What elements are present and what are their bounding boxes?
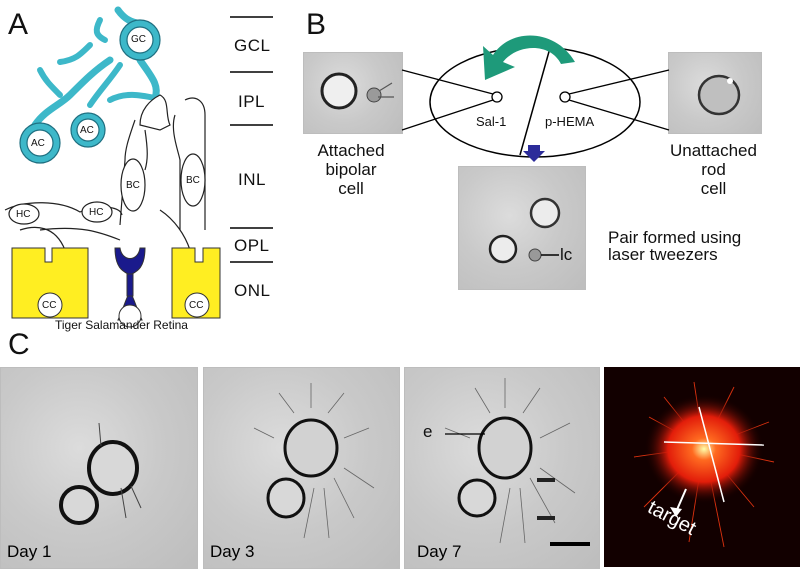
ganglion-amacrine-cells — [19, 6, 161, 164]
cc-label-2: CC — [189, 300, 204, 311]
ac-label-1: AC — [31, 138, 45, 149]
e-label: e — [423, 422, 433, 441]
ac-label-2: AC — [80, 125, 94, 136]
bipolar-caption: Attached bipolar cell — [296, 141, 406, 198]
hc-label-2: HC — [89, 207, 104, 218]
bipolar-caption-line2: bipolar — [325, 160, 377, 179]
panel-b-letter: B — [306, 8, 327, 41]
pair-caption-line2: laser tweezers — [608, 245, 718, 264]
fluorescence-image: target — [604, 367, 800, 567]
cc-label-1: CC — [42, 300, 57, 311]
photoreceptors — [11, 247, 221, 328]
panel-a-letter: A — [8, 8, 29, 41]
rod-caption-line2: rod — [701, 160, 726, 179]
panel-c-letter: C — [8, 328, 30, 361]
connector-left-bottom — [401, 99, 494, 131]
layer-ipl: IPL — [238, 92, 266, 111]
bipolar-caption-line3: cell — [338, 179, 364, 198]
phema-well — [559, 91, 571, 103]
retina-title: Tiger Salamander Retina — [55, 318, 188, 332]
bc-label-1: BC — [126, 180, 140, 191]
hc-label-1: HC — [16, 209, 31, 220]
bipolar-micrograph — [303, 52, 403, 134]
lc-label: lc — [560, 245, 573, 264]
dish-divider — [519, 47, 551, 156]
connector-right-top — [568, 69, 670, 95]
gc-label: GC — [131, 34, 146, 45]
day7-label: Day 7 — [417, 542, 462, 561]
day1-label: Day 1 — [7, 542, 52, 561]
phema-label: p-HEMA — [545, 114, 595, 129]
day3-micrograph: Day 3 — [203, 367, 400, 569]
sal1-label: Sal-1 — [476, 114, 507, 129]
bipolar-caption-line1: Attached — [317, 141, 385, 160]
day7-micrograph: e Day 7 — [404, 367, 600, 569]
layer-inl: INL — [238, 170, 266, 189]
pair-caption: Pair formed using laser tweezers — [608, 229, 741, 263]
transfer-arrow — [483, 35, 575, 80]
day1-micrograph: Day 1 — [0, 367, 198, 569]
bipolar-horizontal-cells — [4, 94, 206, 251]
crosshair-vertical — [698, 406, 725, 503]
rod-micrograph — [668, 52, 762, 134]
crosshair-horizontal — [663, 441, 765, 446]
pair-caption-line1: Pair formed using — [608, 228, 742, 247]
layer-opl: OPL — [234, 236, 270, 255]
culture-dish-diagram — [401, 35, 670, 158]
layer-lines — [230, 16, 273, 263]
rod-caption: Unattached rod cell — [651, 141, 776, 198]
target-arrow — [670, 507, 682, 517]
rc-label: RC — [123, 311, 138, 322]
bc-label-2: BC — [186, 175, 200, 186]
rod-caption-line3: cell — [700, 179, 727, 198]
layer-gcl: GCL — [234, 36, 271, 55]
rod-caption-line1: Unattached — [670, 141, 757, 160]
retina-diagram — [4, 6, 273, 328]
layer-onl: ONL — [234, 281, 271, 300]
sal1-well — [491, 91, 503, 103]
down-arrow — [523, 145, 545, 162]
connector-right-bottom — [568, 99, 670, 131]
day3-label: Day 3 — [210, 542, 255, 561]
connector-left-top — [401, 69, 494, 95]
pair-micrograph — [458, 166, 586, 290]
